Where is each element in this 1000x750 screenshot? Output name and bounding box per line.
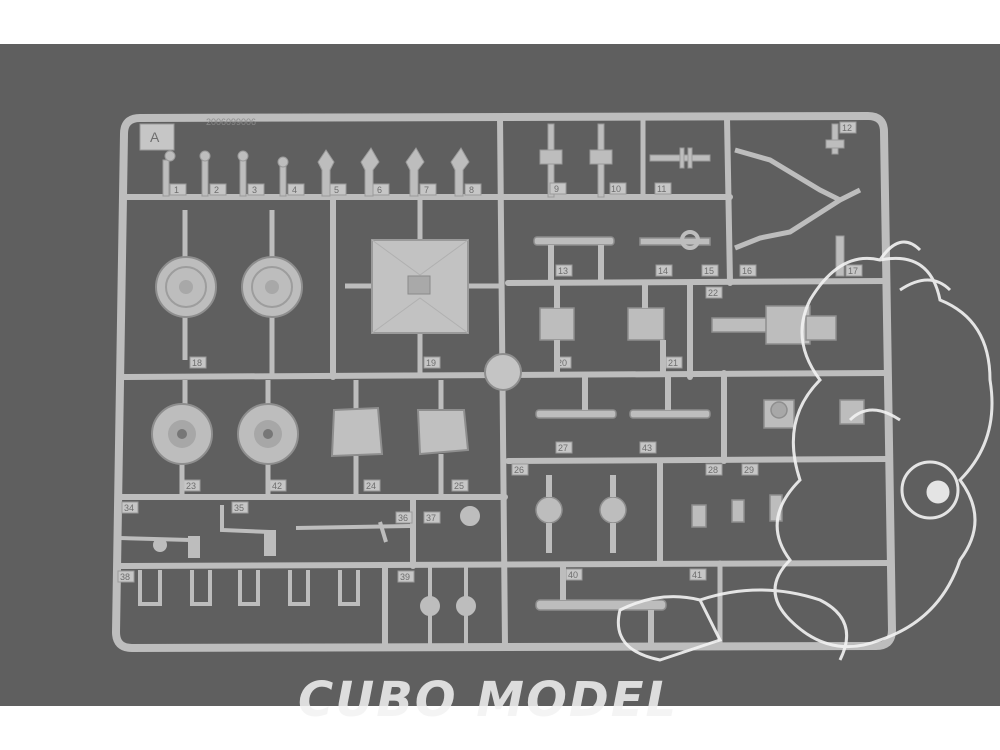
part-number: 5 <box>334 185 339 195</box>
watermark-text: CUBO MODEL <box>298 672 678 728</box>
sprue-code: 2006099006 <box>206 117 256 127</box>
part-number: 22 <box>708 288 718 298</box>
part-number: 10 <box>611 184 621 194</box>
sprue-letter: A <box>150 129 160 145</box>
part-number: 4 <box>292 185 297 195</box>
part-number: 43 <box>642 443 652 453</box>
part-number: 15 <box>704 266 714 276</box>
part-number: 42 <box>272 481 282 491</box>
part-number: 24 <box>366 481 376 491</box>
part-number: 34 <box>124 503 134 513</box>
part-number: 17 <box>848 266 858 276</box>
lever-parts <box>119 505 480 646</box>
part-number: 3 <box>252 185 257 195</box>
part-number: 14 <box>658 266 668 276</box>
part-number: 28 <box>708 465 718 475</box>
watermark-logo <box>616 240 994 662</box>
hull-plate <box>345 197 522 391</box>
part-number: 21 <box>668 358 678 368</box>
part-number: 27 <box>558 443 568 453</box>
part-number: 36 <box>398 513 408 523</box>
part-number: 1 <box>174 185 179 195</box>
part-number: 6 <box>377 185 382 195</box>
seat-parts <box>330 380 470 497</box>
part-number: 16 <box>742 266 752 276</box>
part-number: 37 <box>426 513 436 523</box>
wheels <box>151 210 303 497</box>
part-number: 13 <box>558 266 568 276</box>
sprue-letter-tab: A <box>139 123 175 151</box>
part-number: 26 <box>514 465 524 475</box>
part-number: 9 <box>554 184 559 194</box>
part-number: 35 <box>234 503 244 513</box>
part-number: 18 <box>192 358 202 368</box>
part-number: 19 <box>426 358 436 368</box>
small-parts-row <box>162 123 862 277</box>
part-number-labels: 1 2 3 4 5 6 7 8 9 10 11 12 13 14 15 16 1… <box>120 123 858 582</box>
part-number: 38 <box>120 572 130 582</box>
part-number: 8 <box>469 185 474 195</box>
part-number: 23 <box>186 481 196 491</box>
part-number: 41 <box>692 570 702 580</box>
part-number-tabs <box>117 121 863 583</box>
part-number: 25 <box>454 481 464 491</box>
assorted-parts <box>533 230 865 646</box>
part-number: 20 <box>557 358 567 368</box>
part-number: 40 <box>568 570 578 580</box>
part-number: 2 <box>214 185 219 195</box>
part-number: 29 <box>744 465 754 475</box>
part-number: 12 <box>842 123 852 133</box>
part-number: 7 <box>424 185 429 195</box>
part-number: 39 <box>400 572 410 582</box>
hatch-disc <box>484 353 522 391</box>
part-number: 11 <box>657 184 666 194</box>
